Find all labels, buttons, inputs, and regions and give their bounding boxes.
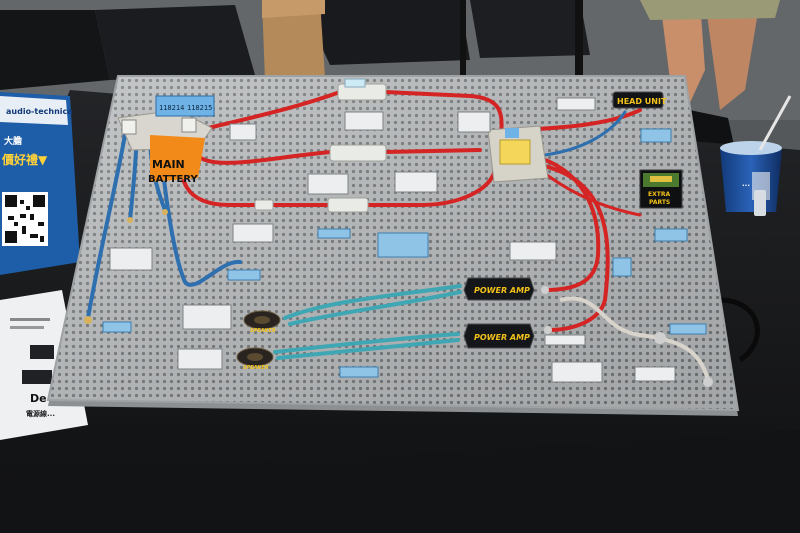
- qr-code: [5, 195, 45, 243]
- fuse-holders: [254, 78, 387, 213]
- spec-cards: [109, 97, 676, 383]
- speaker-top: SPEAKER: [243, 310, 281, 334]
- speaker-wires: [273, 284, 462, 360]
- extra-parts: EXTRA PARTS: [639, 169, 683, 209]
- brochure-heading: De: [30, 392, 47, 405]
- chassis-ground-wire: [559, 296, 710, 381]
- power-amp-top-label: POWER AMP: [474, 286, 530, 295]
- head-unit: HEAD UNIT: [612, 91, 667, 109]
- info-labels-blue: [102, 128, 707, 378]
- code-left-text: 118214: [159, 104, 184, 112]
- power-amp-bottom-label: POWER AMP: [474, 333, 530, 342]
- drink-cup: ...: [720, 95, 792, 216]
- banner-brand-text: audio-technica: [6, 107, 73, 116]
- battery-code-label: 118214 118215: [155, 95, 215, 117]
- table-cable: [719, 297, 760, 363]
- main-battery: MAIN BATTERY: [117, 109, 213, 185]
- banner-chinese-line1: 大膽: [4, 135, 22, 147]
- speaker-bottom-label: SPEAKER: [243, 365, 269, 371]
- terminals: [84, 209, 713, 387]
- brand-banner: audio-technica 大膽 價好禮▼: [0, 92, 80, 275]
- extra-parts-line2: PARTS: [649, 199, 670, 206]
- cup-text: ...: [742, 180, 750, 188]
- main-battery-label-line2: BATTERY: [148, 174, 198, 185]
- main-battery-label-line1: MAIN: [152, 158, 185, 171]
- speaker-top-label: SPEAKER: [250, 328, 276, 334]
- code-right-text: 118215: [187, 104, 212, 112]
- head-unit-label: HEAD UNIT: [617, 97, 667, 106]
- extra-parts-line1: EXTRA: [648, 191, 670, 198]
- power-amp-top: POWER AMP: [463, 277, 535, 301]
- speaker-bottom: SPEAKER: [236, 347, 274, 371]
- power-amp-bottom: POWER AMP: [463, 323, 535, 349]
- distribution-block: [487, 125, 549, 183]
- banner-chinese-line2: 價好禮▼: [1, 152, 48, 167]
- brochure-subheading: 電源線...: [26, 409, 55, 418]
